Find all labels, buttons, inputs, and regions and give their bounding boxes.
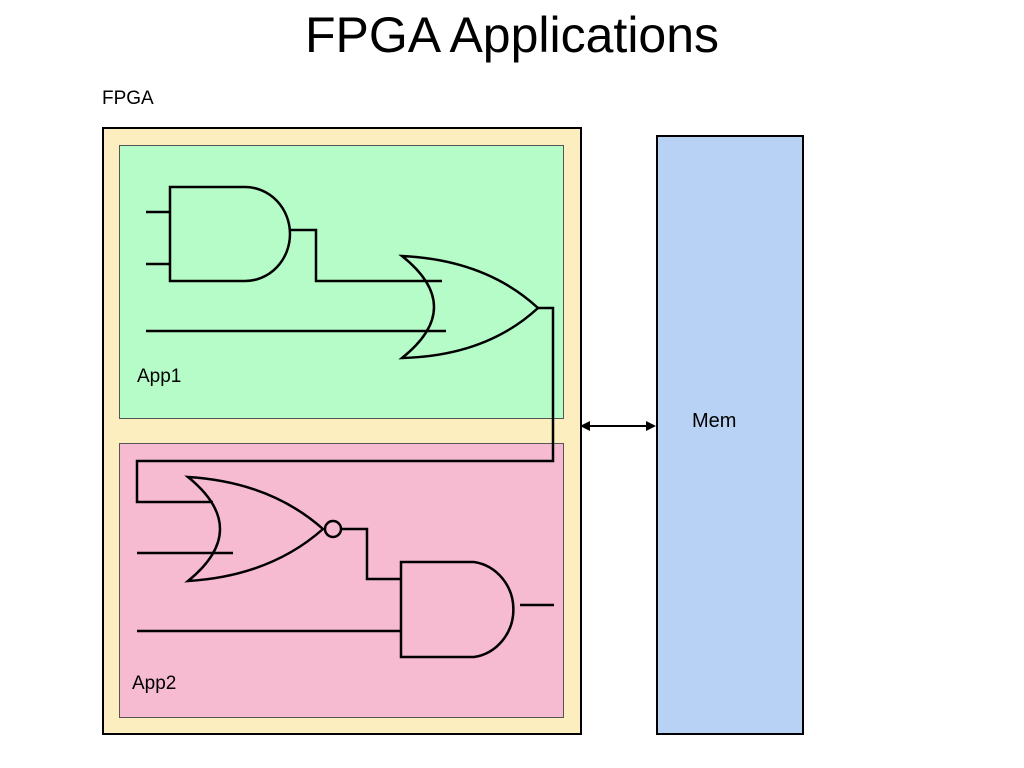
app2-nor-to-and-wire <box>341 527 401 581</box>
app2-nor-gate <box>137 475 343 583</box>
memory-label: Mem <box>692 410 737 432</box>
app1-label: App1 <box>137 366 182 387</box>
app2-and-gate <box>137 560 554 659</box>
app1-to-app2-wire <box>135 306 555 504</box>
app2-label: App2 <box>132 673 177 694</box>
app1-and-to-or-wire <box>290 228 442 283</box>
fpga-label: FPGA <box>102 88 154 109</box>
memory-block <box>656 135 804 735</box>
slide-title: FPGA Applications <box>304 7 720 63</box>
app1-and-gate <box>146 185 292 283</box>
fpga-mem-arrow <box>580 421 656 431</box>
app1-or-gate <box>146 254 540 360</box>
